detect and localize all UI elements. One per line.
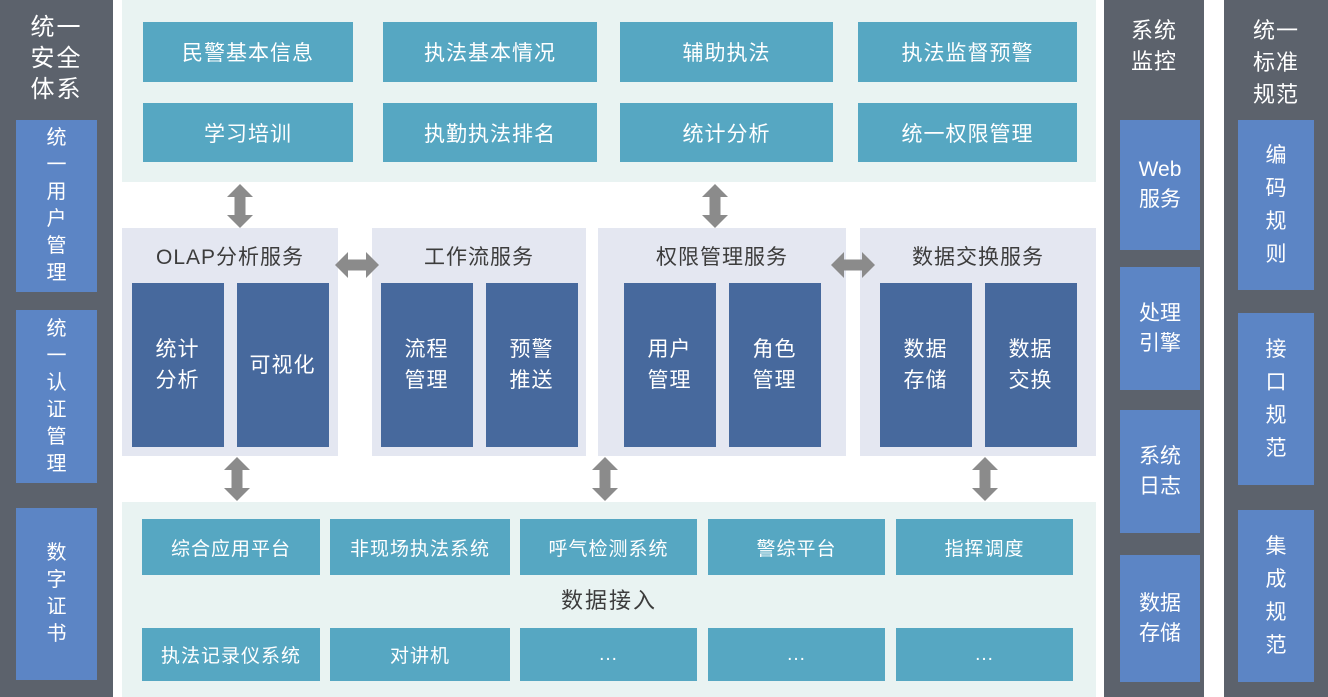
double-arrow-vertical-icon bbox=[972, 457, 998, 501]
unified-standards-column: 统一 标准 规范 编 码 规 则 接 口 规 范 集 成 规 范 bbox=[1224, 0, 1328, 697]
alert-push-box: 预警 推送 bbox=[485, 283, 578, 447]
assisted-enforcement-box: 辅助执法 bbox=[620, 22, 833, 82]
body-camera-system-box: 执法记录仪系统 bbox=[142, 628, 320, 681]
permission-management-service-title: 权限管理服务 bbox=[656, 245, 788, 269]
application-band: 民警基本信息 执法基本情况 辅助执法 执法监督预警 学习培训 执勤执法排名 统计… bbox=[122, 0, 1096, 182]
system-monitoring-title: 系统 监控 bbox=[1130, 18, 1177, 74]
olap-analysis-service-panel: OLAP分析服务 统计 分析 可视化 bbox=[122, 228, 338, 456]
ellipsis-box: ... bbox=[520, 628, 697, 681]
data-exchange-service-title: 数据交换服务 bbox=[912, 245, 1044, 269]
unified-standards-title: 统一 标准 规范 bbox=[1252, 18, 1299, 107]
data-exchange-box: 数据 交换 bbox=[984, 283, 1077, 447]
double-arrow-vertical-icon bbox=[227, 184, 253, 228]
enforcement-basic-status-box: 执法基本情况 bbox=[383, 22, 597, 82]
role-management-box: 角色 管理 bbox=[728, 283, 821, 447]
unified-user-management-box: 统 一 用 户 管 理 bbox=[16, 120, 97, 292]
workflow-service-title: 工作流服务 bbox=[424, 245, 534, 269]
ellipsis-box: ... bbox=[708, 628, 885, 681]
double-arrow-horizontal-icon bbox=[831, 252, 875, 278]
command-dispatch-box: 指挥调度 bbox=[896, 519, 1073, 575]
unified-auth-management-box: 统 一 认 证 管 理 bbox=[16, 310, 97, 483]
stats-analysis-box: 统计 分析 bbox=[131, 283, 224, 447]
walkie-talkie-box: 对讲机 bbox=[330, 628, 510, 681]
permission-management-service-panel: 权限管理服务 用户 管理 角色 管理 bbox=[598, 228, 846, 456]
coding-rules-box: 编 码 规 则 bbox=[1238, 120, 1314, 290]
double-arrow-horizontal-icon bbox=[335, 252, 379, 278]
data-access-label: 数据接入 bbox=[560, 588, 657, 613]
integration-spec-box: 集 成 规 范 bbox=[1238, 510, 1314, 682]
user-management-box: 用户 管理 bbox=[623, 283, 716, 447]
learning-training-box: 学习培训 bbox=[143, 103, 353, 162]
data-exchange-service-panel: 数据交换服务 数据 存储 数据 交换 bbox=[860, 228, 1096, 456]
data-access-band: 综合应用平台 非现场执法系统 呼气检测系统 警综平台 指挥调度 数据接入 执法记… bbox=[122, 502, 1096, 697]
interface-spec-box: 接 口 规 范 bbox=[1238, 313, 1314, 485]
double-arrow-vertical-icon bbox=[592, 457, 618, 501]
enforcement-supervision-warning-box: 执法监督预警 bbox=[858, 22, 1077, 82]
data-storage-box: 数据 存储 bbox=[879, 283, 972, 447]
system-log-box: 系统 日志 bbox=[1120, 410, 1200, 533]
unified-permission-management-box: 统一权限管理 bbox=[858, 103, 1077, 162]
process-management-box: 流程 管理 bbox=[380, 283, 473, 447]
integrated-app-platform-box: 综合应用平台 bbox=[142, 519, 320, 575]
police-integrated-platform-box: 警综平台 bbox=[708, 519, 885, 575]
offsite-enforcement-system-box: 非现场执法系统 bbox=[330, 519, 510, 575]
statistical-analysis-box: 统计分析 bbox=[620, 103, 833, 162]
unified-security-title: 统一 安全 体系 bbox=[30, 14, 83, 103]
web-service-box: Web 服务 bbox=[1120, 120, 1200, 250]
breath-test-system-box: 呼气检测系统 bbox=[520, 519, 697, 575]
unified-security-sidebar: 统一 安全 体系 统 一 用 户 管 理 统 一 认 证 管 理 数 字 证 书 bbox=[0, 0, 113, 697]
data-storage-monitor-box: 数据 存储 bbox=[1120, 555, 1200, 682]
system-monitoring-column: 系统 监控 Web 服务 处理 引擎 系统 日志 数据 存储 bbox=[1104, 0, 1204, 697]
visualization-box: 可视化 bbox=[236, 283, 329, 447]
processing-engine-box: 处理 引擎 bbox=[1120, 267, 1200, 390]
digital-certificate-box: 数 字 证 书 bbox=[16, 508, 97, 680]
olap-analysis-service-title: OLAP分析服务 bbox=[155, 245, 305, 269]
police-basic-info-box: 民警基本信息 bbox=[143, 22, 353, 82]
workflow-service-panel: 工作流服务 流程 管理 预警 推送 bbox=[372, 228, 586, 456]
double-arrow-vertical-icon bbox=[702, 184, 728, 228]
duty-enforcement-ranking-box: 执勤执法排名 bbox=[383, 103, 597, 162]
double-arrow-vertical-icon bbox=[224, 457, 250, 501]
ellipsis-box: ... bbox=[896, 628, 1073, 681]
